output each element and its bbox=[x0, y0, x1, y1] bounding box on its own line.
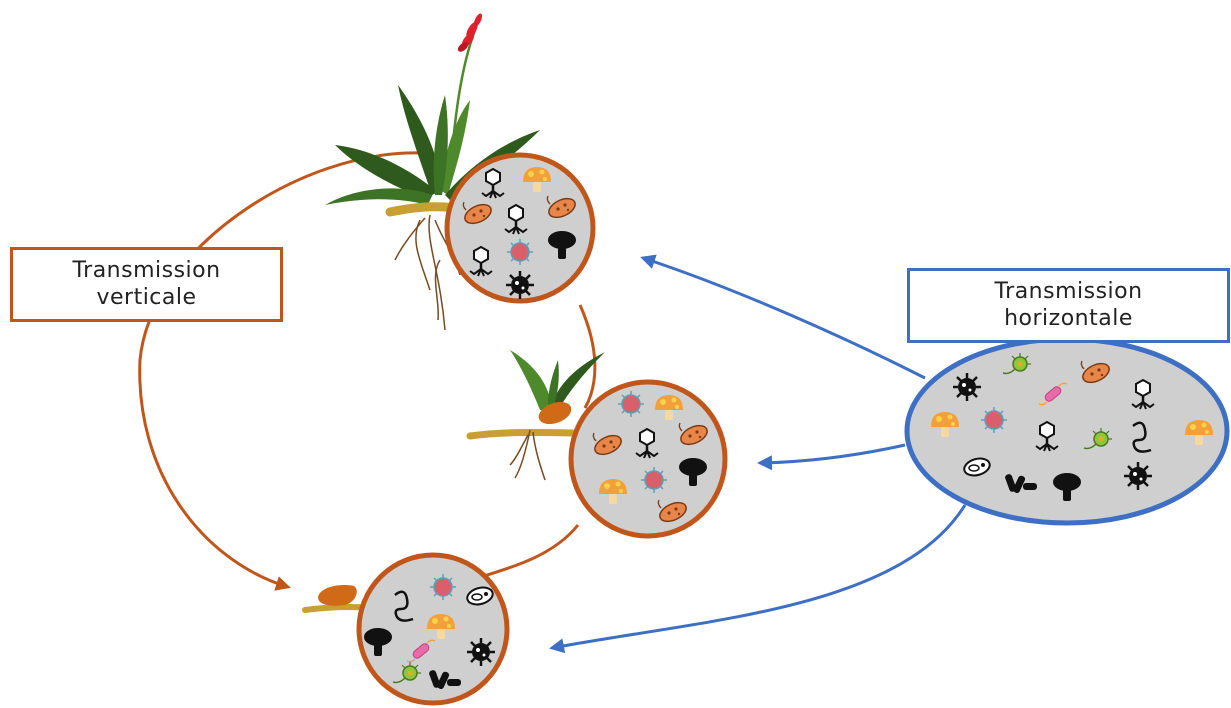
flower-spike bbox=[457, 13, 483, 52]
microbiome-seed bbox=[356, 552, 510, 706]
microbiome-adult bbox=[444, 152, 596, 304]
vertical-transmission-label: Transmission verticale bbox=[10, 247, 283, 322]
microbiome-environment bbox=[904, 336, 1230, 526]
horizontal-transmission-label: Transmission horizontale bbox=[907, 268, 1230, 343]
arrow-to-seedling bbox=[757, 443, 906, 471]
vertical-label-line1: Transmission bbox=[72, 258, 221, 284]
microbiome-seedling bbox=[568, 379, 728, 539]
horizontal-arrows bbox=[549, 254, 967, 654]
horizontal-label-line2: horizontale bbox=[1004, 305, 1133, 331]
cycle-arc-right-lower bbox=[477, 524, 580, 580]
cycle-arc-right-upper bbox=[578, 304, 597, 409]
arrow-to-seed bbox=[549, 504, 967, 654]
seedling bbox=[466, 350, 605, 481]
arrow-to-adult bbox=[640, 254, 926, 380]
cycle-arc-left bbox=[138, 151, 421, 591]
vertical-label-line2: verticale bbox=[96, 284, 197, 310]
horizontal-label-line1: Transmission bbox=[994, 279, 1143, 305]
